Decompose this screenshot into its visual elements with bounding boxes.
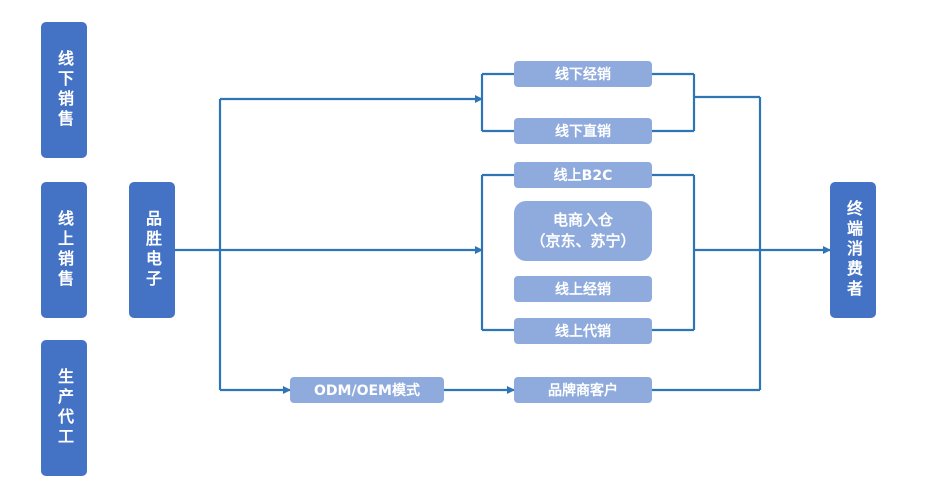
- ecommerce-line-2: （京东、苏宁）: [530, 232, 636, 250]
- channel-offline-direct: 线下直销: [514, 118, 652, 144]
- destination-end-consumer: 终端消费者: [830, 182, 876, 318]
- ecommerce-line-1: 电商入仓: [552, 211, 613, 229]
- channel-ecommerce-warehouse: 电商入仓 （京东、苏宁）: [514, 201, 652, 261]
- source-pisen-electronics: 品胜电子: [129, 182, 175, 318]
- channel-online-distribution: 线上经销: [514, 276, 652, 302]
- channel-odm-oem-mode: ODM/OEM模式: [290, 377, 444, 403]
- category-online-sales: 线上销售: [41, 182, 87, 318]
- channel-online-b2c: 线上B2C: [514, 162, 652, 188]
- category-offline-sales: 线下销售: [41, 22, 87, 158]
- channel-online-consignment: 线上代销: [514, 318, 652, 344]
- channel-offline-distribution: 线下经销: [514, 61, 652, 87]
- category-oem-production: 生产代工: [41, 340, 87, 476]
- channel-brand-customers: 品牌商客户: [514, 377, 652, 403]
